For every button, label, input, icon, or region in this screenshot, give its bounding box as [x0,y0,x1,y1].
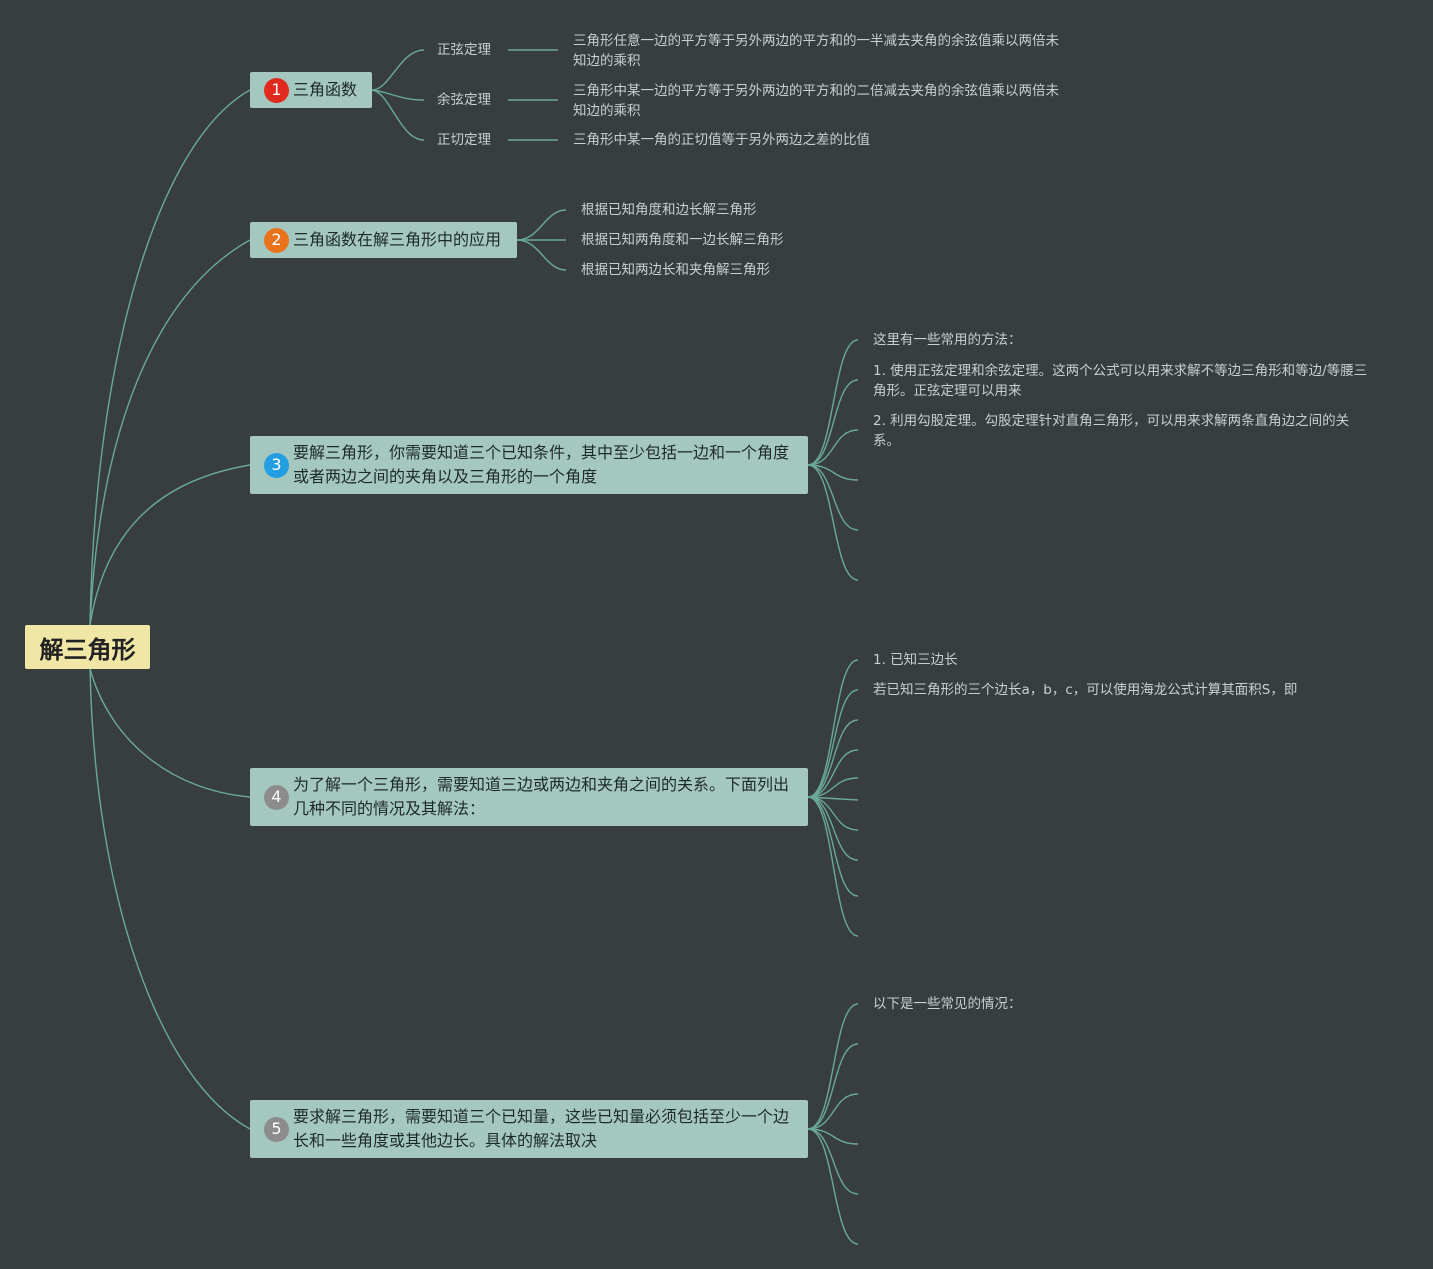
detail-cosine-law[interactable]: 三角形中某一边的平方等于另外两边的平方和的二倍减去夹角的余弦值乘以两倍未知边的乘… [573,83,1059,119]
leaf-b2-3[interactable]: 根据已知两边长和夹角解三角形 [581,262,770,278]
leaf-b3-2[interactable]: 1. 使用正弦定理和余弦定理。这两个公式可以用来求解不等边三角形和等边/等腰三角… [873,363,1368,399]
branch-node-2[interactable]: 2 三角函数在解三角形中的应用 [250,222,517,258]
edge-root-b5 [89,668,251,1130]
leaf-b2-2[interactable]: 根据已知两角度和一边长解三角形 [581,232,784,248]
branch-label: 三角函数 [293,80,358,99]
leaf-b3-1[interactable]: 这里有一些常用的方法： [873,332,1022,348]
edge-root-b4 [89,668,251,798]
leaf-b2-1[interactable]: 根据已知角度和边长解三角形 [581,202,757,218]
leaf-b4-2[interactable]: 若已知三角形的三个边长a，b，c，可以使用海龙公式计算其面积S，即 [873,682,1298,698]
branch-label: 三角函数在解三角形中的应用 [293,230,502,249]
edge-b1-c2 [371,89,425,101]
branch-node-1[interactable]: 1 三角函数 [250,72,372,108]
edge-b1-c3 [371,89,425,141]
priority-2-icon: 2 [264,227,289,253]
edge-root-b1 [89,89,251,626]
leaf-cosine-law[interactable]: 余弦定理 [437,92,491,108]
branch-label: 要解三角形，你需要知道三个已知条件，其中至少包括一边和一个角度或者两边之间的夹角… [293,443,790,486]
leaf-b3-3[interactable]: 2. 利用勾股定理。勾股定理针对直角三角形，可以用来求解两条直角边之间的关系。 [873,413,1350,449]
leaf-b5-1[interactable]: 以下是一些常见的情况： [873,996,1022,1012]
root-label: 解三角形 [39,635,136,664]
priority-4-icon: 4 [264,784,289,810]
priority-5-icon: 5 [264,1116,289,1142]
edge-b2-c3 [516,239,567,271]
detail-sine-law[interactable]: 三角形任意一边的平方等于另外两边的平方和的一半减去夹角的余弦值乘以两倍未知边的乘… [573,33,1059,69]
branch-label: 为了解一个三角形，需要知道三边或两边和夹角之间的关系。下面列出几种不同的情况及其… [293,775,790,818]
priority-1-icon: 1 [264,77,289,103]
priority-3-icon: 3 [264,452,289,478]
detail-tangent-law[interactable]: 三角形中某一角的正切值等于另外两边之差的比值 [573,132,870,148]
branch-node-3[interactable]: 3 要解三角形，你需要知道三个已知条件，其中至少包括一边和一个角度或者两边之间的… [250,436,808,494]
branch-label: 要求解三角形，需要知道三个已知量，这些已知量必须包括至少一个边长和一些角度或其他… [293,1107,790,1150]
edge-root-b2 [89,239,251,626]
edge-root-b3 [89,464,251,626]
edge-b1-c1 [371,49,425,91]
leaf-sine-law[interactable]: 正弦定理 [437,42,491,58]
leaf-b4-1[interactable]: 1. 已知三边长 [873,652,958,668]
edge-b2-c1 [516,209,567,241]
branch-node-5[interactable]: 5 要求解三角形，需要知道三个已知量，这些已知量必须包括至少一个边长和一些角度或… [250,1100,808,1158]
root-node[interactable]: 解三角形 [25,625,150,669]
leaf-tangent-law[interactable]: 正切定理 [437,132,491,148]
branch-node-4[interactable]: 4 为了解一个三角形，需要知道三边或两边和夹角之间的关系。下面列出几种不同的情况… [250,768,808,826]
